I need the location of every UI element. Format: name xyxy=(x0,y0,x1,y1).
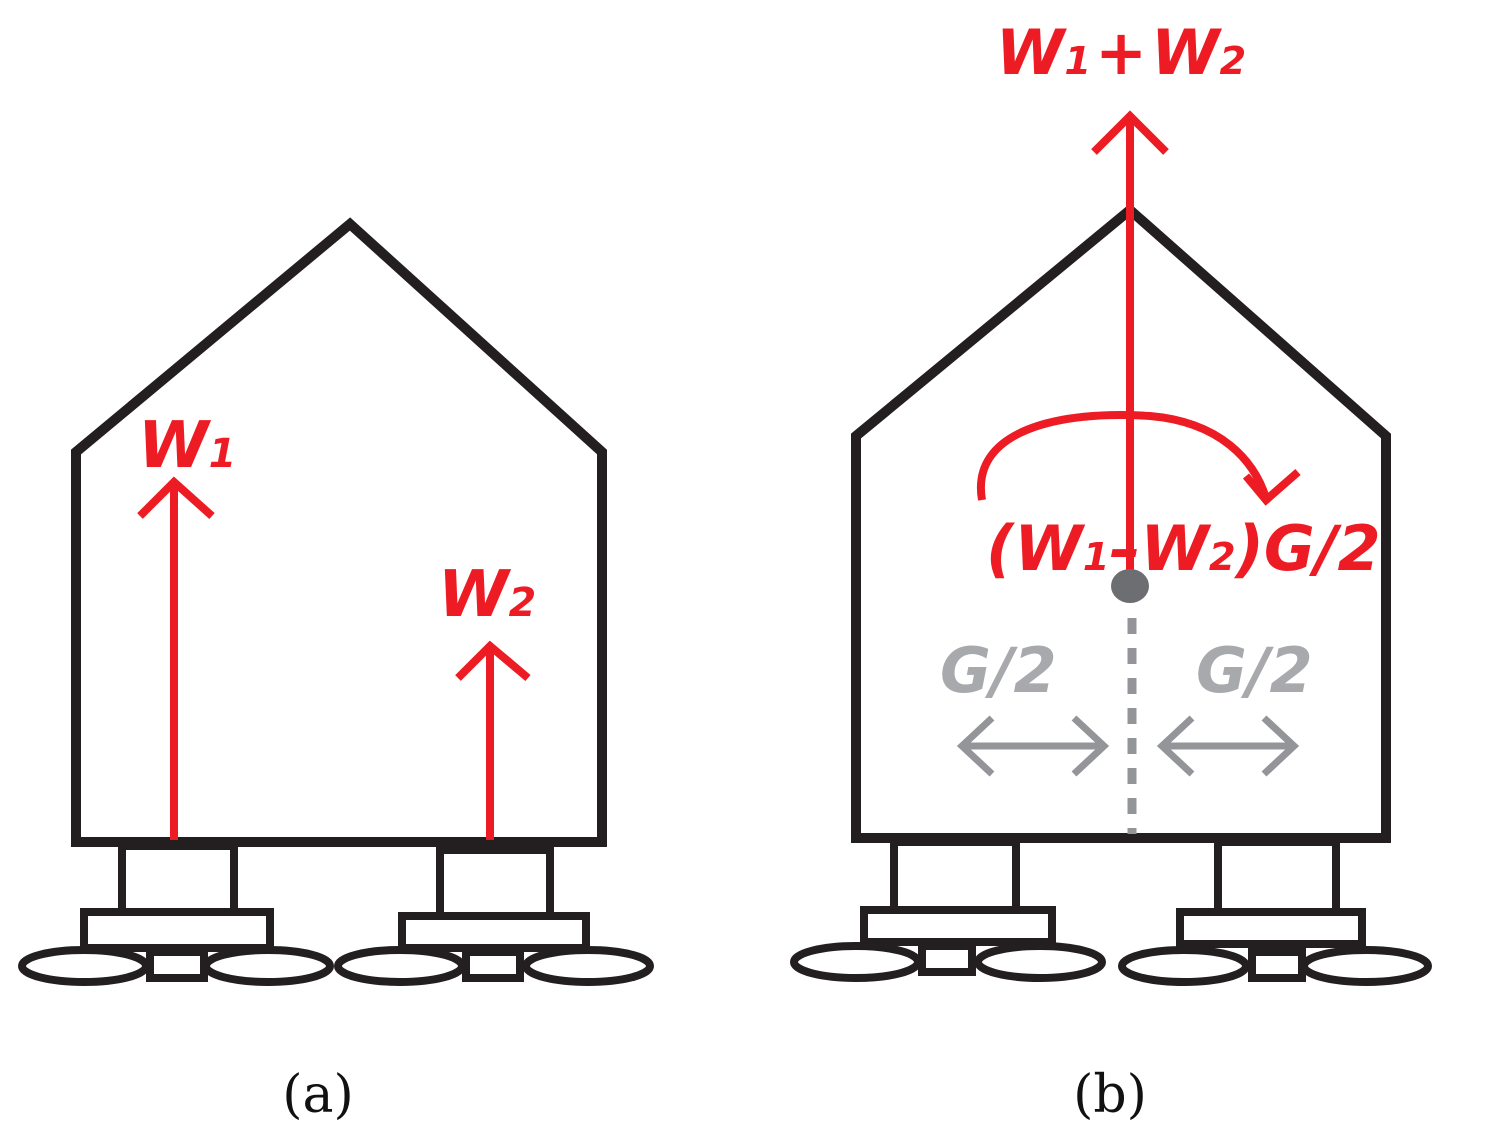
support-post xyxy=(118,842,238,916)
support-base xyxy=(860,906,1056,946)
support-foot-ellipse xyxy=(202,946,334,986)
label-w1: W1 xyxy=(138,409,236,483)
label-w2: W2 xyxy=(438,558,536,632)
support-foot-block xyxy=(146,948,208,982)
support-foot-block xyxy=(918,942,976,976)
support-left-a xyxy=(18,842,334,986)
arrowhead-icon xyxy=(1242,468,1301,506)
force-arrow-total xyxy=(1091,110,1169,582)
center-point xyxy=(1111,569,1149,603)
force-arrow-w2 xyxy=(455,640,531,840)
house-body-b xyxy=(851,203,1391,843)
support-base xyxy=(80,908,274,952)
support-post xyxy=(1214,838,1340,916)
dimension-arrow-right xyxy=(1156,715,1300,777)
support-post xyxy=(436,846,554,920)
panel-a: W1 W2 (a) xyxy=(18,217,654,1125)
support-foot-ellipse xyxy=(1118,946,1250,986)
caption-b: (b) xyxy=(1073,1065,1147,1125)
support-left-b xyxy=(790,838,1106,982)
arrowhead-icon xyxy=(1071,715,1110,777)
dimension-arrow-left xyxy=(956,715,1110,777)
arrowhead-icon xyxy=(137,476,215,519)
support-foot-ellipse xyxy=(334,946,466,986)
support-foot-ellipse xyxy=(522,946,654,986)
arrowhead-icon xyxy=(1261,715,1300,777)
arrowhead-icon xyxy=(956,715,995,777)
support-base xyxy=(1176,908,1366,948)
panel-b: W1+W2 (W1–W2)G/2 G/2 G/2 (b) xyxy=(790,16,1432,1125)
label-right-offset: G/2 xyxy=(1196,634,1313,707)
force-arrow-w1 xyxy=(137,476,215,840)
support-foot-ellipse xyxy=(974,942,1106,982)
support-foot-ellipse xyxy=(1300,946,1432,986)
support-foot-ellipse xyxy=(18,946,150,986)
label-left-offset: G/2 xyxy=(940,634,1057,707)
arrowhead-icon xyxy=(1091,110,1169,155)
support-base xyxy=(398,912,590,952)
arrowhead-icon xyxy=(1156,715,1195,777)
support-foot-ellipse xyxy=(790,942,922,982)
support-right-a xyxy=(334,846,654,986)
support-right-b xyxy=(1118,838,1432,986)
support-foot-block xyxy=(462,948,524,982)
label-moment: (W1–W2)G/2 xyxy=(986,512,1381,585)
support-foot-block xyxy=(1248,948,1306,982)
arrowhead-icon xyxy=(455,640,531,682)
caption-a: (a) xyxy=(282,1065,354,1125)
label-w1-plus-w2: W1+W2 xyxy=(996,16,1246,89)
moment-arrow xyxy=(976,411,1301,506)
house-body-a xyxy=(71,217,607,847)
support-post xyxy=(890,838,1020,914)
